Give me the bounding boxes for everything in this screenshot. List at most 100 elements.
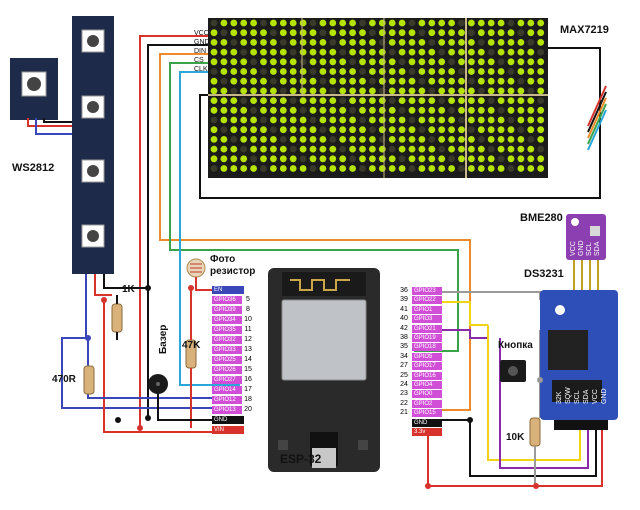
led-dot — [279, 39, 287, 46]
led-dot — [418, 77, 426, 85]
esp32-pin-gpio16: GPIO16 — [412, 371, 442, 380]
led-dot — [289, 136, 297, 143]
led-dot — [240, 29, 248, 37]
led-dot — [359, 29, 366, 37]
led-dot — [359, 126, 366, 134]
led-dot — [458, 48, 465, 56]
esp32-pin-gpio25: GPIO25 — [212, 356, 244, 364]
led-dot — [279, 155, 287, 163]
led-dot — [279, 77, 287, 85]
led-dot — [517, 106, 525, 114]
led-dot — [250, 29, 257, 37]
led-dot — [260, 126, 267, 134]
led-dot — [210, 145, 218, 153]
led-dot — [339, 77, 347, 85]
led-dot — [468, 165, 475, 172]
led-dot — [378, 165, 386, 172]
led-dot — [468, 145, 475, 153]
esp32-pin-gpio26: GPIO26 — [212, 366, 244, 374]
led-dot — [428, 97, 436, 104]
bme280-pin-vcc: VCC — [570, 241, 577, 256]
led-dot — [388, 97, 396, 104]
led-dot — [438, 48, 446, 56]
led-dot — [527, 19, 535, 27]
led-dot — [507, 116, 515, 124]
esp32-pin-gpio27: GPIO27 — [212, 376, 244, 384]
led-dot — [418, 29, 426, 37]
led-dot — [210, 29, 218, 37]
led-dot — [477, 77, 485, 85]
led-dot — [418, 155, 426, 163]
led-dot — [398, 68, 406, 75]
esp32-pin-number: 21 — [398, 409, 410, 418]
led-dot — [438, 29, 446, 37]
led-dot — [359, 39, 366, 46]
led-dot — [477, 106, 485, 114]
led-dot — [220, 106, 228, 114]
led-dot — [418, 48, 426, 56]
led-dot — [240, 106, 248, 114]
led-dot — [230, 77, 238, 85]
led-dot — [289, 19, 297, 27]
led-dot — [388, 58, 396, 66]
led-dot — [468, 155, 475, 163]
led-dot — [220, 116, 228, 124]
led-dot — [240, 97, 248, 104]
esp32-pin-number: 38 — [398, 334, 410, 342]
led-dot — [477, 58, 485, 66]
esp32-pin-gpio34: GPIO34 — [212, 316, 244, 324]
led-dot — [359, 116, 366, 124]
max7219-signal-clk: CLK — [194, 66, 208, 73]
led-dot — [388, 165, 396, 172]
led-dot — [260, 155, 267, 163]
led-dot — [329, 106, 337, 114]
led-dot — [497, 58, 505, 66]
led-dot — [359, 77, 366, 85]
led-dot — [418, 165, 426, 172]
led-dot — [388, 77, 396, 85]
led-dot — [359, 48, 366, 56]
led-dot — [408, 116, 416, 124]
led-dot — [378, 145, 386, 153]
led-dot — [517, 165, 525, 172]
esp32-pin-number: 36 — [398, 287, 410, 295]
esp32-pin-gpio1: GPIO1 — [412, 305, 442, 314]
led-dot — [289, 165, 297, 172]
led-dot — [537, 77, 545, 85]
led-dot — [319, 39, 327, 46]
led-dot — [230, 58, 238, 66]
led-dot — [270, 48, 277, 56]
led-dot — [329, 136, 337, 143]
led-dot — [448, 136, 455, 143]
led-dot — [369, 145, 376, 153]
led-dot — [349, 126, 356, 134]
led-dot — [339, 155, 347, 163]
led-dot — [270, 116, 277, 124]
led-dot — [279, 87, 287, 95]
led-dot — [527, 87, 535, 95]
led-dot — [309, 29, 317, 37]
led-dot — [359, 106, 366, 114]
led-dot — [329, 87, 337, 95]
led-dot — [220, 155, 228, 163]
led-dot — [289, 87, 297, 95]
led-dot — [289, 155, 297, 163]
led-dot — [250, 87, 257, 95]
led-dot — [477, 126, 485, 134]
led-dot — [477, 48, 485, 56]
led-dot — [270, 68, 277, 75]
led-dot — [537, 87, 545, 95]
led-dot — [507, 39, 515, 46]
led-dot — [279, 97, 287, 104]
led-dot — [279, 68, 287, 75]
led-dot — [378, 116, 386, 124]
led-dot — [299, 155, 307, 163]
esp32-pin-gpio36: GPIO36 — [212, 296, 244, 304]
ws2812-label: WS2812 — [12, 162, 55, 174]
led-dot — [398, 77, 406, 85]
led-dot — [428, 145, 436, 153]
led-dot — [398, 48, 406, 56]
led-dot — [279, 19, 287, 27]
led-dot — [378, 77, 386, 85]
esp32-pin-gpio21: GPIO21 — [412, 324, 442, 333]
